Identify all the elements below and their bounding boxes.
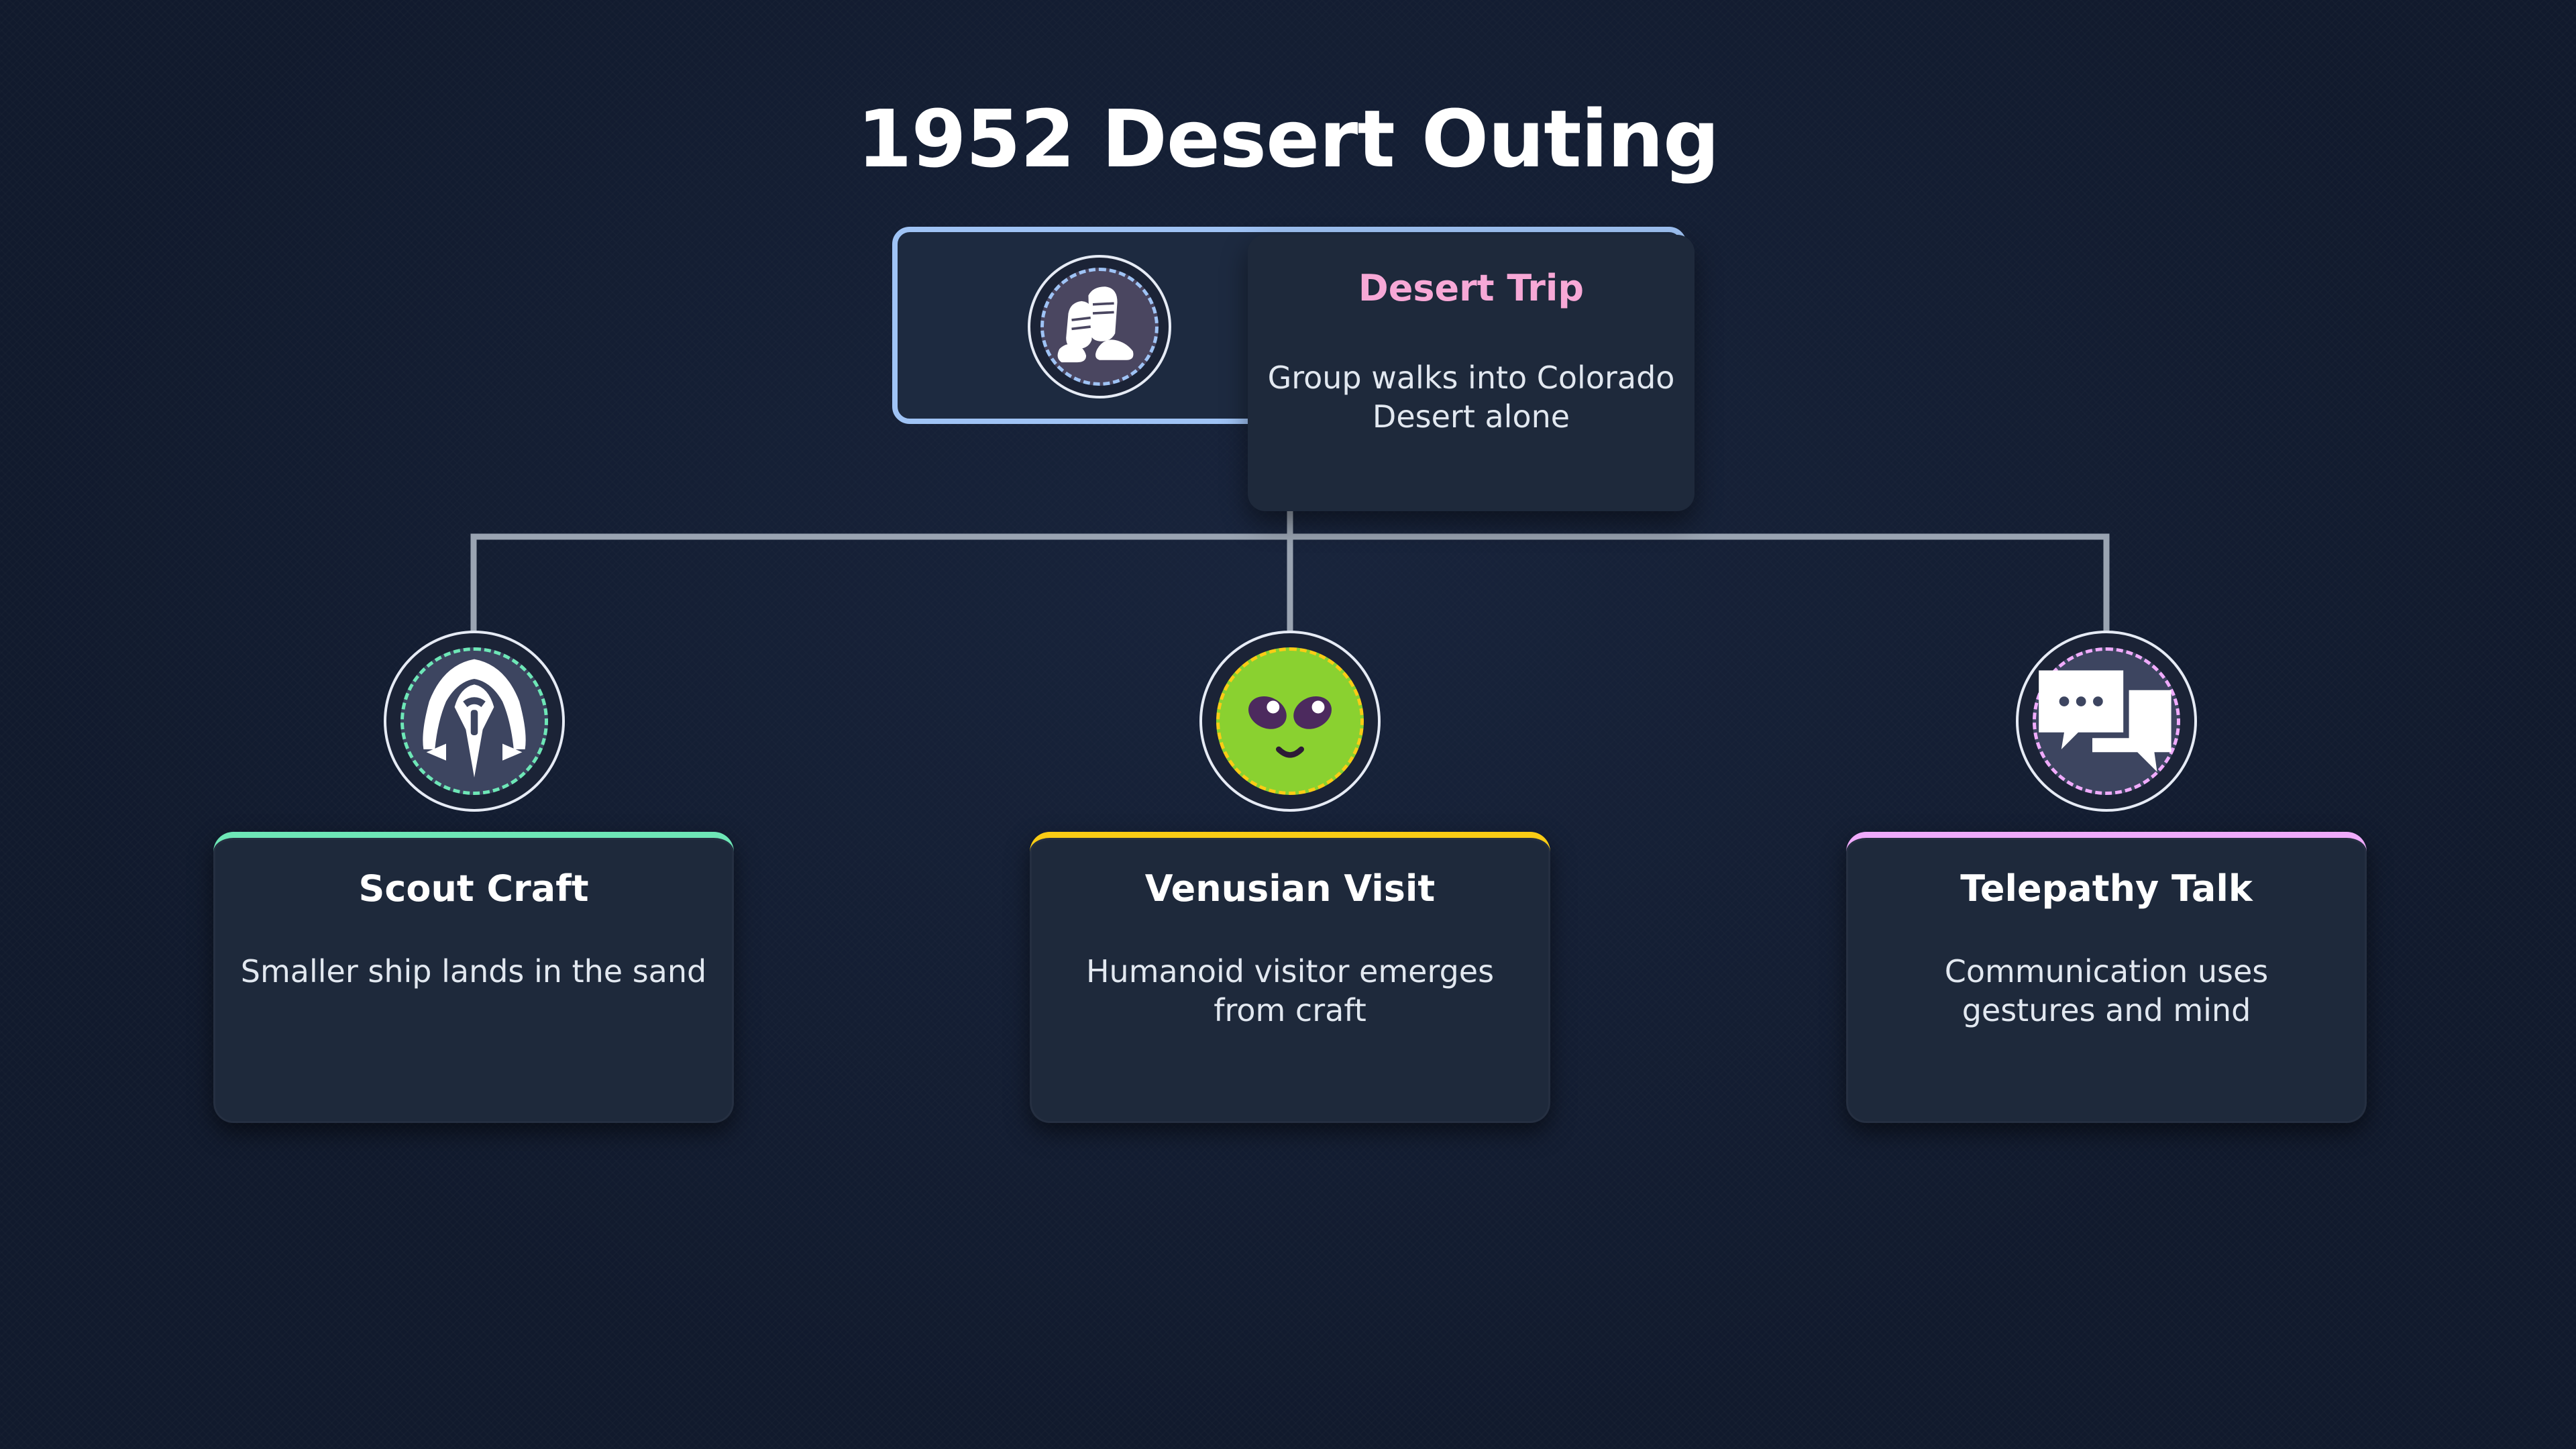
venusian-icon-badge bbox=[1199, 631, 1381, 812]
root-icon-badge bbox=[1028, 255, 1171, 398]
footprints-icon bbox=[1040, 268, 1159, 386]
card-title: Scout Craft bbox=[358, 867, 589, 910]
card-description: Smaller ship lands in the sand bbox=[240, 953, 707, 989]
diagram-title: 1952 Desert Outing bbox=[857, 93, 1719, 185]
scout-icon-badge bbox=[384, 631, 565, 812]
telepathy-icon-badge bbox=[2016, 631, 2197, 812]
root-node-card[interactable] bbox=[1248, 235, 1695, 511]
alien-face-icon bbox=[1216, 647, 1364, 795]
card-title: Venusian Visit bbox=[1144, 867, 1436, 910]
card-description: Humanoid visitor emerges from craft bbox=[1085, 953, 1495, 1028]
card-description: Communication uses gestures and mind bbox=[1944, 953, 2269, 1028]
child-card-telepathy-talk[interactable]: Telepathy Talk Communication uses gestur… bbox=[1846, 832, 2367, 1123]
child-card-scout-craft[interactable]: Scout Craft Smaller ship lands in the sa… bbox=[213, 832, 734, 1123]
root-node-title: Desert Trip bbox=[1358, 267, 1585, 309]
speech-bubbles-icon bbox=[2033, 647, 2180, 795]
spaceship-icon bbox=[400, 647, 548, 795]
root-node-description: Group walks into Colorado Desert alone bbox=[1267, 360, 1675, 435]
card-title: Telepathy Talk bbox=[1960, 867, 2253, 910]
child-card-venusian-visit[interactable]: Venusian Visit Humanoid visitor emerges … bbox=[1030, 832, 1550, 1123]
